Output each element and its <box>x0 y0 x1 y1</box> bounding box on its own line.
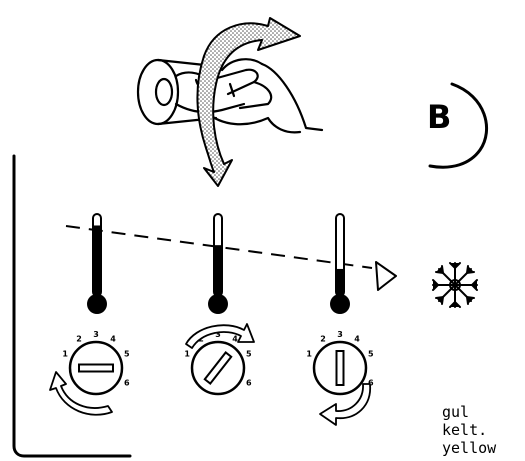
mercury-column <box>214 245 222 296</box>
snowflake-icon <box>432 262 478 308</box>
dial-number: 1 <box>184 350 190 359</box>
dial-rotation-arrow-icon <box>49 371 113 416</box>
thermometer-middle <box>208 213 228 314</box>
thermometer-right <box>330 213 350 314</box>
dial-number: 2 <box>320 335 326 344</box>
step-bracket <box>428 82 489 169</box>
rotation-arrow-icon <box>196 17 301 187</box>
dial-number: 6 <box>124 378 130 387</box>
mercury-column <box>93 225 101 296</box>
dial-number: 3 <box>337 330 343 339</box>
dial-rotation-arrow-icon <box>185 323 255 349</box>
dial-number: 4 <box>232 335 238 344</box>
dial-number: 3 <box>93 330 99 339</box>
dial-number: 4 <box>110 335 116 344</box>
dial-number: 1 <box>62 350 68 359</box>
thermometer-bulb <box>87 294 107 314</box>
color-note-line-1: gul <box>442 403 469 421</box>
color-note-line-3: yellow <box>442 439 497 457</box>
dial-number: 5 <box>124 350 130 359</box>
dial-number: 5 <box>246 350 252 359</box>
thermometer-left <box>87 213 107 314</box>
dial-number: 1 <box>306 350 312 359</box>
dial-number: 5 <box>368 350 374 359</box>
thermometer-bulb <box>208 294 228 314</box>
arrowhead-icon <box>375 261 397 291</box>
color-note: gul kelt. yellow <box>442 403 497 457</box>
panel-frame <box>12 154 132 458</box>
step-label: B <box>427 98 451 136</box>
dial-rotation-arrow-icon <box>319 383 371 426</box>
dial-number: 6 <box>368 378 374 387</box>
hand-turning-knob-icon <box>136 58 324 134</box>
dial-indicator <box>78 363 114 373</box>
dial-number: 6 <box>246 378 252 387</box>
thermometer-bulb <box>330 294 350 314</box>
dial-indicator <box>203 351 233 385</box>
dial-number: 3 <box>215 330 221 339</box>
dial-indicator <box>335 350 345 386</box>
mercury-column <box>336 268 344 296</box>
dial-right[interactable]: 12 3 45 6 <box>306 330 374 396</box>
dial-left[interactable]: 12 3 45 6 <box>62 330 130 396</box>
dial-number: 2 <box>76 335 82 344</box>
temperature-trend-line <box>65 225 373 269</box>
dial-number: 4 <box>354 335 360 344</box>
color-note-line-2: kelt. <box>442 421 487 439</box>
